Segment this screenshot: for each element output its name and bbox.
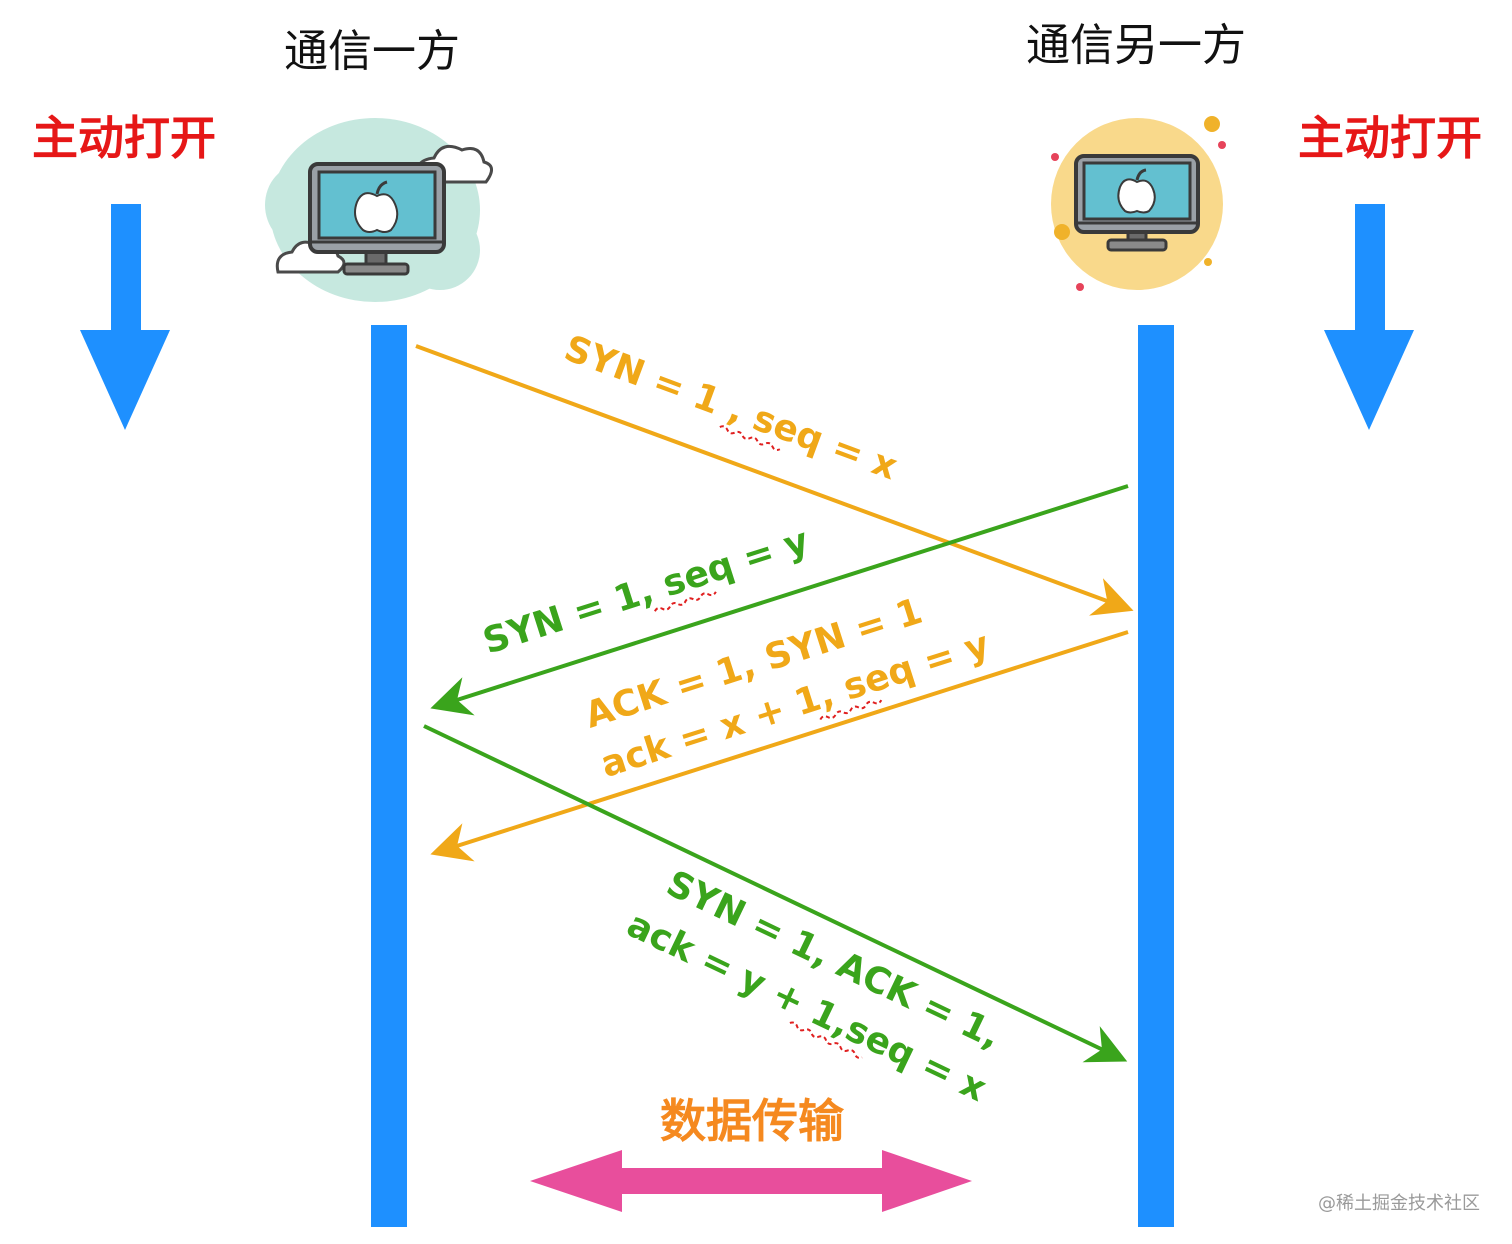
msg-ack-arrow — [423, 724, 1128, 1063]
msg-syn-arrow — [415, 344, 1134, 616]
left-direction-arrow — [80, 204, 170, 430]
computer-cloud-icon — [265, 118, 493, 302]
left-host-title: 通信一方 — [284, 26, 460, 77]
watermark-text: @稀土掘金技术社区 — [1318, 1193, 1480, 1214]
right-active-open-label: 主动打开 — [1298, 111, 1482, 165]
msg-synack-syn-arrow — [430, 484, 1129, 716]
left-active-open-label: 主动打开 — [32, 111, 216, 165]
msg-ack-label-group: SYN = 1, ACK = 1, ack = y + 1,seq = x — [621, 863, 1007, 1110]
computer-sun-icon — [1051, 116, 1226, 291]
msg-synack-ack-arrow — [430, 630, 1129, 862]
data-transfer-label: 数据传输 — [660, 1094, 845, 1148]
left-timeline — [371, 325, 407, 1227]
right-host-title: 通信另一方 — [1026, 20, 1246, 71]
msg-syn-label-group: SYN = 1 , seq = x — [559, 328, 903, 488]
right-timeline — [1138, 325, 1174, 1227]
right-direction-arrow — [1324, 204, 1414, 430]
data-transfer-arrow — [530, 1150, 972, 1212]
